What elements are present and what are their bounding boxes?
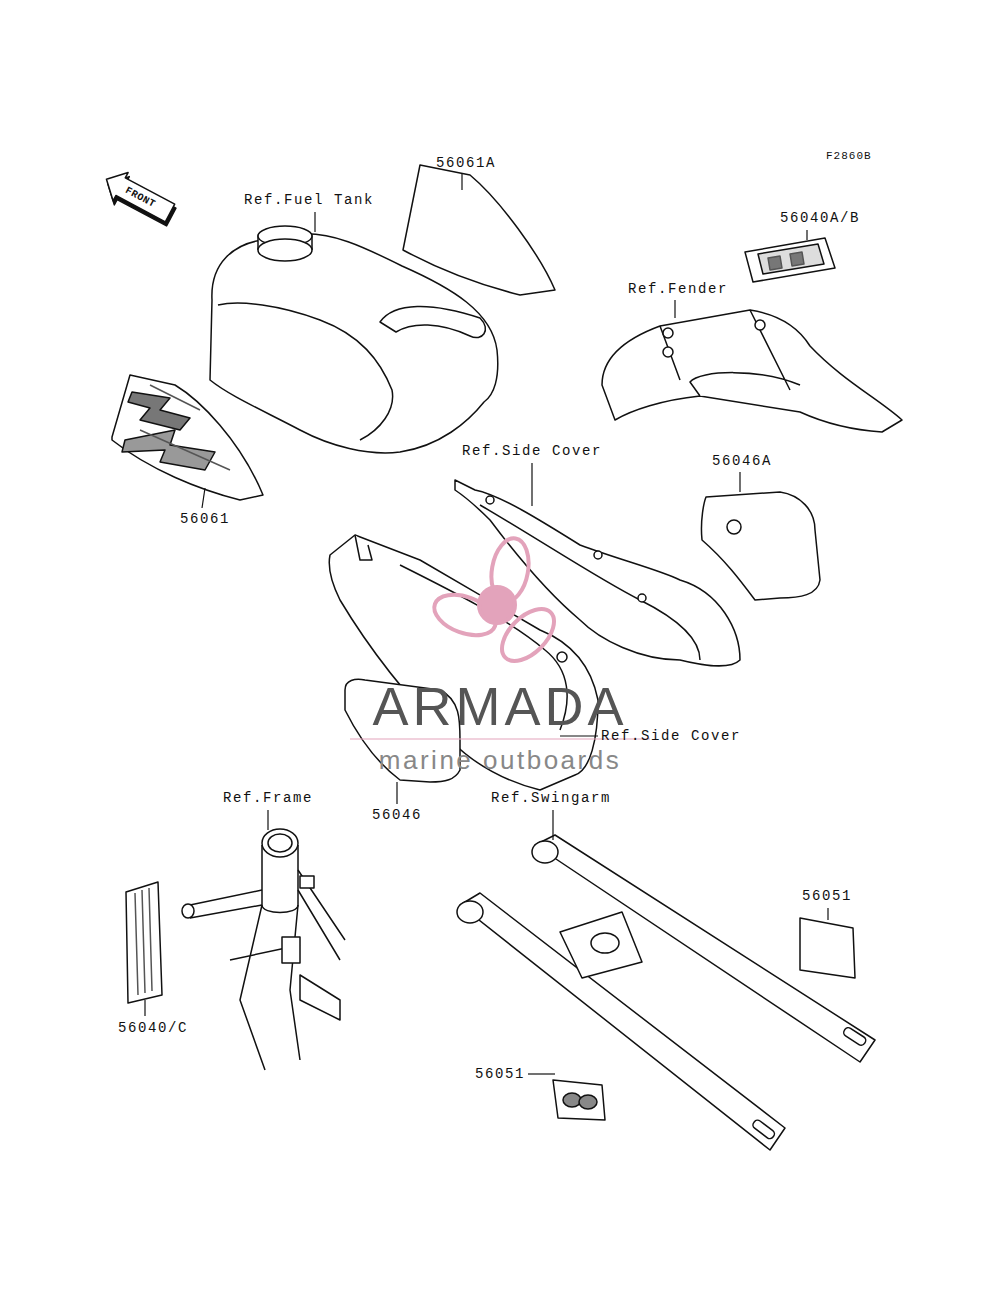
swingarm-decal (553, 1080, 605, 1120)
part-number: 56040A/B (780, 211, 860, 226)
reference-label: Ref.Swingarm (491, 791, 611, 806)
tank-decal (112, 375, 263, 500)
reference-label: Ref.Frame (223, 791, 313, 806)
direction-label: FRONT (123, 185, 157, 210)
reference-label: Ref.Side Cover (462, 444, 602, 459)
part-number: 56061 (180, 512, 230, 527)
swingarm-decal (800, 918, 855, 978)
part-number: 56040/C (118, 1021, 188, 1036)
part-number: 56046 (372, 808, 422, 823)
frame-decal (126, 882, 162, 1003)
reference-label: Ref.Fuel Tank (244, 193, 374, 208)
figure-code: F2860B (826, 150, 872, 162)
fender-decal (745, 238, 835, 282)
part-number: 56046A (712, 454, 772, 469)
watermark: marine outboards (379, 746, 621, 775)
tank-decal (403, 165, 555, 295)
side-cover-decal (701, 492, 820, 600)
watermark: ARMADA (372, 677, 627, 736)
reference-label: Ref.Fender (628, 282, 728, 297)
frame (182, 829, 345, 1070)
part-number: 56051 (802, 889, 852, 904)
front-arrow (98, 165, 181, 231)
part-number: 56051 (475, 1067, 525, 1082)
leader-lines (145, 174, 828, 1074)
watermark-logo (350, 535, 650, 739)
swingarm (457, 835, 875, 1150)
part-number: 56061A (436, 156, 496, 171)
rear-fender (602, 310, 902, 432)
